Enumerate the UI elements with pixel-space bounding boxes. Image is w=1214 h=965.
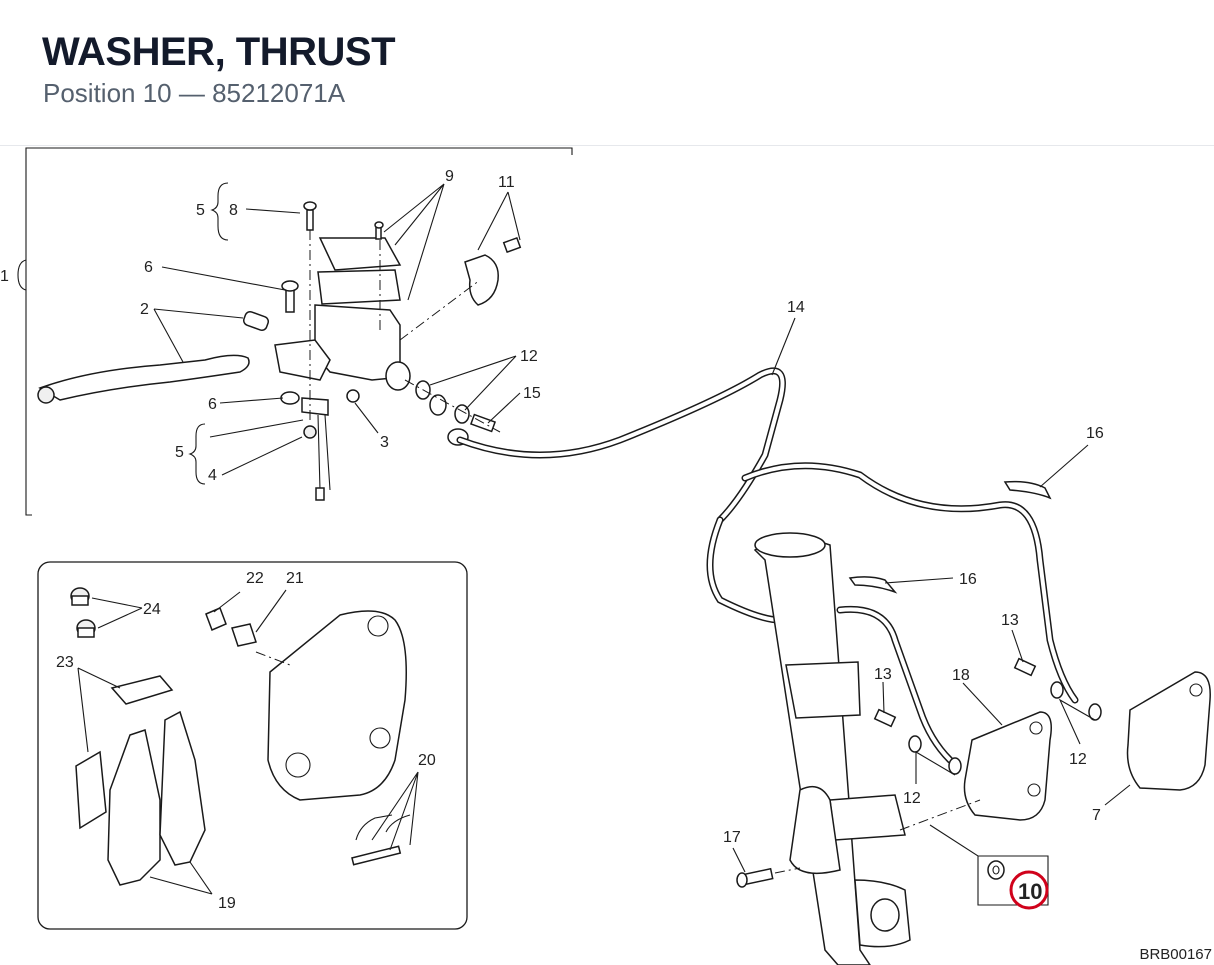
callout-23: 23 xyxy=(56,654,74,671)
bolt-8[interactable] xyxy=(303,201,317,231)
bushing-3[interactable] xyxy=(346,389,360,403)
callout-10-highlighted[interactable]: 10 xyxy=(1018,879,1042,904)
leader-lines xyxy=(77,183,1131,895)
screws-9[interactable] xyxy=(374,221,384,240)
fork-leg xyxy=(753,532,911,965)
callout-5-upper: 5 xyxy=(196,202,205,219)
pin-2[interactable] xyxy=(242,310,270,332)
pad-springs-23[interactable] xyxy=(75,675,174,830)
callout-3: 3 xyxy=(380,434,389,451)
callout-11: 11 xyxy=(498,174,515,191)
callout-14: 14 xyxy=(787,299,805,316)
master-cylinder[interactable] xyxy=(274,237,411,391)
washers-12[interactable] xyxy=(908,681,1102,775)
callout-6-upper: 6 xyxy=(144,259,153,276)
callout-5-lower: 5 xyxy=(175,444,184,461)
callout-4: 4 xyxy=(208,467,217,484)
bolt-17[interactable] xyxy=(736,867,774,888)
callout-20: 20 xyxy=(418,752,436,769)
callout-16-upper: 16 xyxy=(1086,425,1104,442)
detail-box xyxy=(37,561,468,930)
brake-caliper-18[interactable] xyxy=(963,711,1052,821)
callout-12-left: 12 xyxy=(903,790,921,807)
callout-13-right: 13 xyxy=(1001,612,1019,629)
brake-pads-19[interactable] xyxy=(107,710,206,886)
callout-1: 1 xyxy=(0,268,9,285)
callout-18: 18 xyxy=(952,667,970,684)
assembly-bracket-1 xyxy=(17,147,573,516)
brake-lever[interactable] xyxy=(37,354,250,404)
callout-16-lower: 16 xyxy=(959,571,977,588)
callout-2: 2 xyxy=(140,301,149,318)
page-subtitle: Position 10 — 85212071A xyxy=(43,78,346,108)
callout-13-left: 13 xyxy=(874,666,892,683)
brake-caliper-7[interactable] xyxy=(1126,671,1211,791)
brake-switch-5[interactable] xyxy=(301,397,331,501)
callout-6-lower: 6 xyxy=(208,396,217,413)
callout-labels: 1 2 3 4 5 5 6 6 7 8 9 11 12 12 12 13 13 … xyxy=(0,168,1104,912)
page-header: WASHER, THRUST Position 10 — 85212071A xyxy=(0,0,1214,146)
callout-24: 24 xyxy=(143,601,161,618)
callout-17: 17 xyxy=(723,829,741,846)
callout-12-right: 12 xyxy=(1069,751,1087,768)
callout-15: 15 xyxy=(523,385,541,402)
callout-22: 22 xyxy=(246,570,264,587)
bleed-caps-24[interactable] xyxy=(70,587,96,638)
bolt-13-right[interactable] xyxy=(1013,657,1037,677)
callout-12-top: 12 xyxy=(520,348,538,365)
callout-9: 9 xyxy=(445,168,454,185)
pad-pin-20[interactable] xyxy=(351,814,411,866)
page-title: WASHER, THRUST xyxy=(42,30,396,74)
bolt-13-left[interactable] xyxy=(873,708,897,728)
nut-6-lower[interactable] xyxy=(280,391,300,405)
callout-8: 8 xyxy=(229,202,238,219)
position-10-detail[interactable] xyxy=(929,824,1049,910)
callout-21: 21 xyxy=(286,570,304,587)
hose-guide-16-upper[interactable] xyxy=(1003,480,1052,500)
handlebar-clamp-11[interactable] xyxy=(464,236,522,306)
bolt-6-upper[interactable] xyxy=(281,280,299,313)
detail-caliper[interactable] xyxy=(267,610,407,801)
bleed-valve-21-22[interactable] xyxy=(205,607,257,647)
callout-19: 19 xyxy=(218,895,236,912)
hose-guide-16-lower[interactable] xyxy=(848,576,898,594)
drawing-code: BRB00167 xyxy=(1139,946,1212,963)
callout-7: 7 xyxy=(1092,807,1101,824)
